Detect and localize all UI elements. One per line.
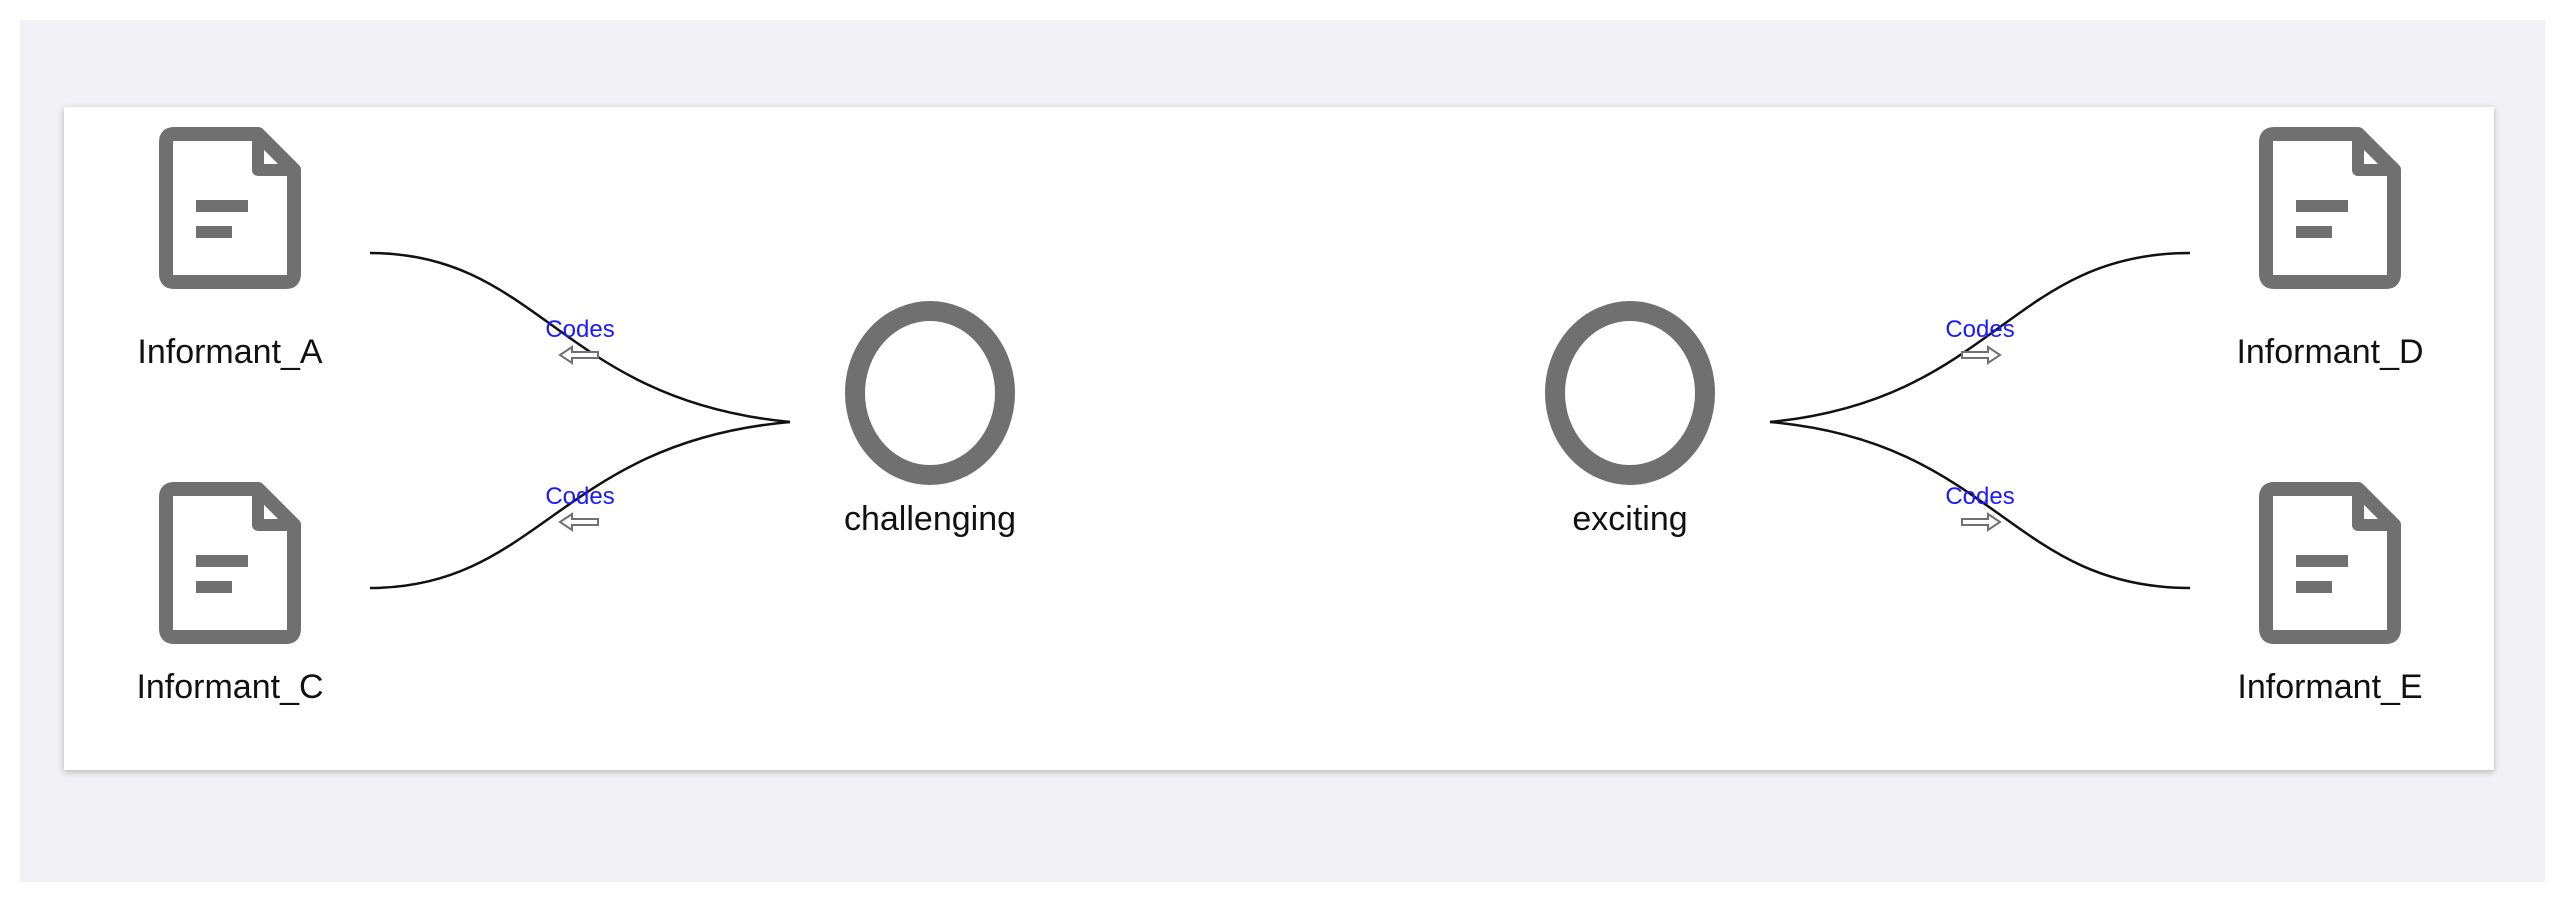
edge-label-a: Codes [545, 316, 614, 343]
document-icon [2266, 489, 2394, 637]
edge-label-e: Codes [1945, 483, 2014, 510]
diagram-canvas [64, 107, 2494, 770]
edge-informant-c-challenging[interactable] [369, 420, 791, 590]
document-icon [2266, 134, 2394, 282]
node-label-challenging: challenging [844, 500, 1016, 538]
arrow-right-icon [1961, 513, 2001, 531]
edge-informant-a-challenging[interactable] [369, 251, 791, 424]
edge-label-c: Codes [545, 483, 614, 510]
code-circle-icon [845, 301, 1015, 485]
node-label-informant-d: Informant_D [2236, 333, 2423, 371]
node-informant-e[interactable]: Informant_E [2237, 489, 2423, 706]
edge-exciting-informant-d[interactable] [1769, 251, 2191, 424]
code-circle-icon [1545, 301, 1715, 485]
arrow-left-icon [559, 346, 599, 364]
node-informant-a[interactable]: Informant_A [137, 134, 323, 371]
node-label-exciting: exciting [1572, 500, 1687, 538]
edge-label-d: Codes [1945, 316, 2014, 343]
document-icon [166, 489, 294, 637]
node-challenging[interactable]: challenging [844, 301, 1016, 538]
node-informant-c[interactable]: Informant_C [136, 489, 324, 706]
arrow-left-icon [559, 513, 599, 531]
node-informant-d[interactable]: Informant_D [2236, 134, 2424, 371]
node-label-informant-c: Informant_C [136, 668, 323, 706]
edge-exciting-informant-e[interactable] [1769, 420, 2191, 590]
document-icon [166, 134, 294, 282]
node-exciting[interactable]: exciting [1545, 301, 1715, 538]
node-label-informant-a: Informant_A [137, 333, 323, 371]
node-label-informant-e: Informant_E [2237, 668, 2422, 706]
